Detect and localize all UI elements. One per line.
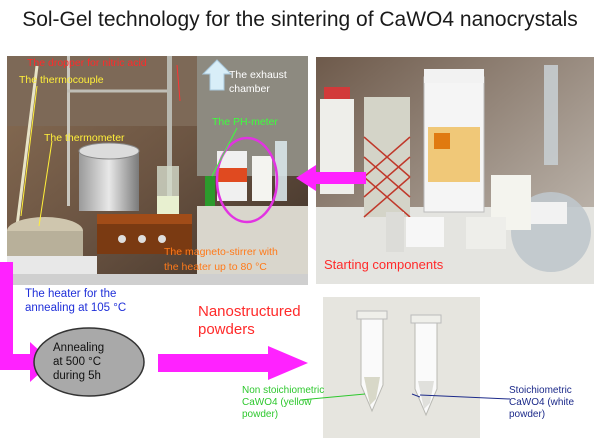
label-thermocouple: The thermocouple bbox=[19, 74, 104, 86]
label-non-stoichiometric: Non stoichiometric CaWO4 (yellow powder) bbox=[242, 385, 324, 421]
label-stoichiometric: Stoichiometric CaWO4 (white powder) bbox=[509, 385, 574, 421]
stoich-line-1: Stoichiometric bbox=[509, 385, 572, 396]
tube-pointer-line-right bbox=[420, 394, 510, 400]
annealing-step-ellipse bbox=[33, 327, 145, 397]
label-heater-1: The heater for the bbox=[25, 288, 117, 300]
label-stirrer-2: the heater up to 80 °C bbox=[164, 261, 267, 273]
label-thermometer: The thermometer bbox=[44, 132, 125, 144]
annealing-text: Annealing at 500 °C during 5h bbox=[40, 341, 130, 383]
tube-pointer-lines bbox=[300, 393, 420, 401]
label-nanostructured-2: powders bbox=[198, 321, 255, 338]
non-stoich-line-3: powder) bbox=[242, 409, 279, 420]
label-nanostructured-1: Nanostructured bbox=[198, 303, 301, 320]
annealing-line-2: at 500 °C bbox=[53, 356, 102, 368]
magenta-arrow-between-photos bbox=[296, 165, 366, 191]
label-starting-components: Starting components bbox=[324, 257, 444, 272]
powder-tubes-photo bbox=[323, 297, 480, 438]
label-stirrer-1: The magneto-stirrer with bbox=[164, 246, 278, 258]
non-stoich-line-2: CaWO4 (yellow bbox=[242, 397, 312, 408]
annealing-line-1: Annealing bbox=[53, 342, 105, 354]
label-exhaust-2: chamber bbox=[229, 83, 270, 95]
annealing-line-3: during 5h bbox=[53, 370, 101, 382]
stoich-line-2: CaWO4 (white bbox=[509, 397, 575, 408]
non-stoich-line-1: Non stoichiometric bbox=[242, 385, 325, 396]
stoich-line-3: powder) bbox=[509, 409, 546, 420]
magenta-arrow-to-powders bbox=[158, 346, 308, 380]
page-title: Sol-Gel technology for the sintering of … bbox=[22, 8, 578, 31]
label-dropper: The dropper for nitric acid bbox=[27, 57, 147, 69]
label-ph-meter: The PH-meter bbox=[212, 116, 278, 128]
starting-components-photo bbox=[316, 57, 594, 284]
label-exhaust-1: The exhaust bbox=[229, 69, 287, 81]
lab-setup-photo bbox=[7, 56, 308, 285]
label-heater-2: annealing at 105 °C bbox=[25, 302, 127, 314]
